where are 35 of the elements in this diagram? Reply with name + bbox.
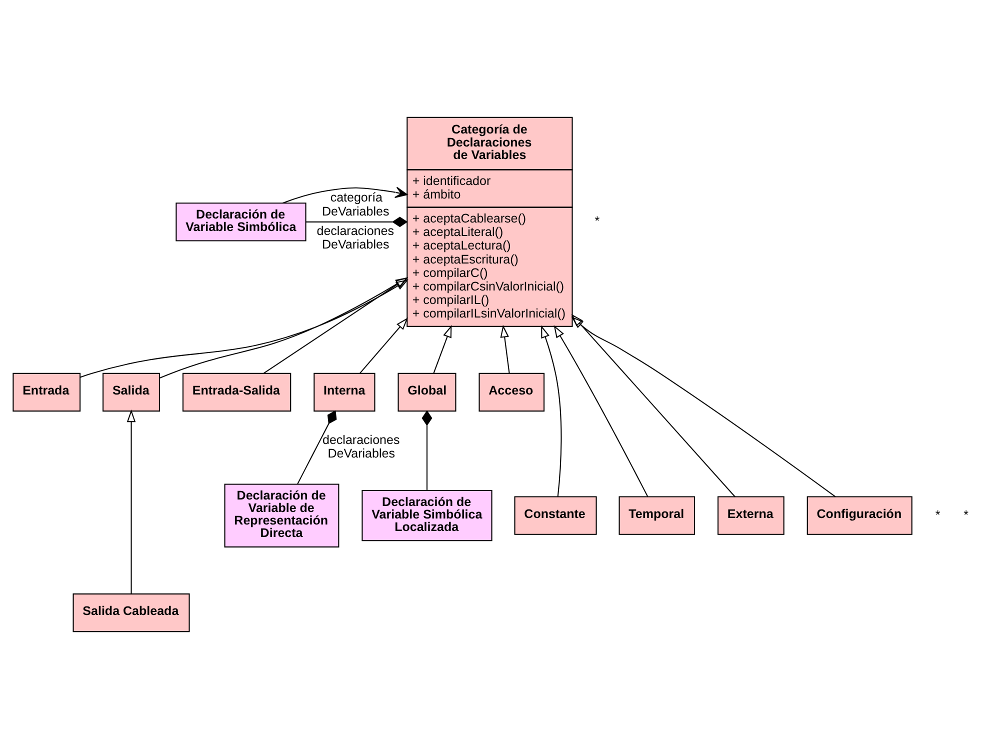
edge-label: declaraciones DeVariables xyxy=(322,433,400,461)
arrow xyxy=(80,279,408,378)
node-box: Acceso xyxy=(478,372,544,412)
node-box: Declaración de Variable Simbólica xyxy=(175,202,306,242)
node-box: Salida xyxy=(102,372,160,412)
arrow xyxy=(359,318,408,374)
node-box: Temporal xyxy=(618,496,695,535)
connector xyxy=(306,216,408,228)
node-box: Externa xyxy=(717,496,784,535)
node-box: Constante xyxy=(514,496,596,535)
label: * xyxy=(963,508,968,522)
node-box: Global xyxy=(397,372,456,412)
arrow xyxy=(282,186,408,204)
arrow xyxy=(159,277,408,379)
arrow xyxy=(126,410,136,594)
arrow xyxy=(553,325,648,497)
label: * xyxy=(594,214,600,228)
node-box: Salida Cableada xyxy=(72,593,190,632)
edge-label: categoría DeVariables xyxy=(321,190,389,218)
label: * xyxy=(934,508,940,522)
node-box: Interna xyxy=(313,372,375,412)
connector xyxy=(421,410,432,490)
edge-label: declaraciones DeVariables xyxy=(316,224,394,252)
node-box: Declaración de Variable Simbólica Localizada xyxy=(361,490,492,542)
node-box: Entrada xyxy=(12,372,80,412)
node-box: Entrada-Salida xyxy=(182,372,291,412)
arrow xyxy=(432,325,452,374)
arrow xyxy=(500,324,510,374)
arrow xyxy=(540,325,562,497)
node-box: Configuración xyxy=(806,496,912,535)
arrow xyxy=(263,277,408,374)
arrow xyxy=(570,316,836,498)
arrow xyxy=(570,314,735,498)
connector xyxy=(296,410,336,484)
node-box: Declaración de Variable de Representación Directa xyxy=(224,484,339,548)
